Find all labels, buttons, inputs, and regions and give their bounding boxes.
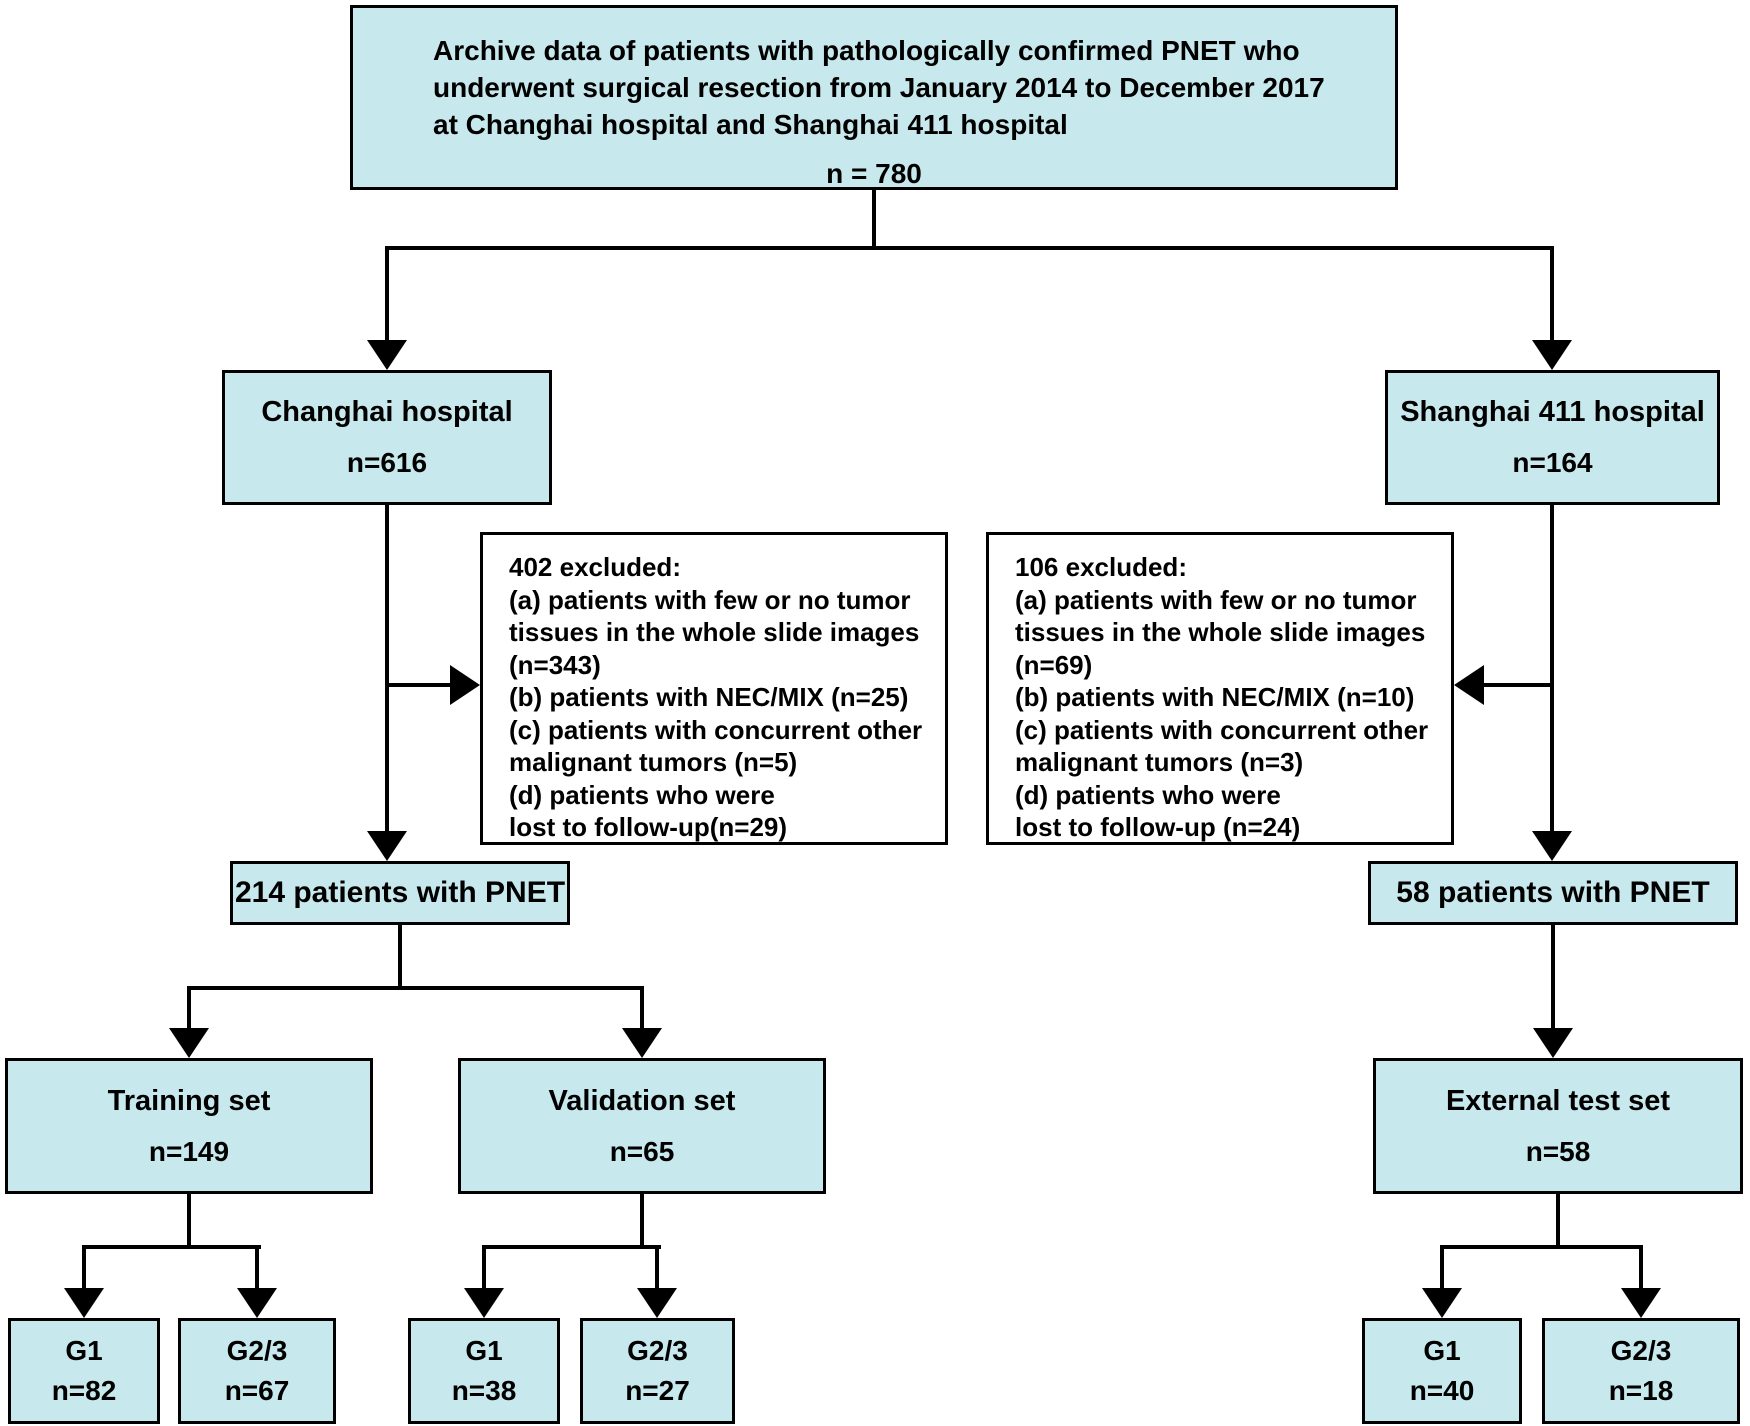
box-validation-g1: G1 n=38 bbox=[408, 1318, 560, 1424]
connector-validation-split bbox=[482, 1245, 661, 1249]
box-validation-set: Validation set n=65 bbox=[458, 1058, 826, 1194]
arrowhead-to-excluded-shanghai-icon bbox=[1454, 665, 1484, 705]
arrowhead-to-pnet-changhai-icon bbox=[367, 831, 407, 861]
box-validation-g23: G2/3 n=27 bbox=[580, 1318, 735, 1424]
validation-set-label: Validation set bbox=[548, 1084, 736, 1117]
connector-changhai-exclusion bbox=[385, 683, 452, 687]
shanghai-411-hospital-count: n=164 bbox=[1512, 447, 1593, 478]
arrowhead-to-excluded-changhai-icon bbox=[450, 665, 480, 705]
box-external-g1: G1 n=40 bbox=[1362, 1318, 1522, 1424]
validation-g23-count: n=27 bbox=[625, 1375, 690, 1406]
connector-shanghai-exclusion bbox=[1482, 683, 1554, 687]
box-external-g23: G2/3 n=18 bbox=[1542, 1318, 1740, 1424]
arrowhead-to-changhai-icon bbox=[367, 340, 407, 370]
external-test-set-count: n=58 bbox=[1525, 1135, 1591, 1167]
connector-to-validation-g1 bbox=[482, 1245, 486, 1290]
external-g23-count: n=18 bbox=[1608, 1375, 1674, 1406]
source-cohort-title: Archive data of patients with pathologic… bbox=[433, 35, 1325, 140]
pnet-changhai-label: 214 patients with PNET bbox=[234, 876, 566, 909]
arrowhead-to-pnet-shanghai-icon bbox=[1532, 831, 1572, 861]
box-external-test-set: External test set n=58 bbox=[1373, 1058, 1743, 1194]
box-source-cohort: Archive data of patients with pathologic… bbox=[350, 5, 1398, 190]
validation-set-count: n=65 bbox=[609, 1135, 675, 1167]
arrowhead-to-validation-g23-icon bbox=[637, 1288, 677, 1318]
training-set-label: Training set bbox=[107, 1084, 271, 1117]
changhai-hospital-label: Changhai hospital bbox=[261, 396, 513, 428]
validation-g1-count: n=38 bbox=[451, 1375, 517, 1406]
external-g23-label: G2/3 bbox=[1610, 1335, 1672, 1366]
connector-to-external-g1 bbox=[1440, 1245, 1444, 1290]
arrowhead-to-training-g23-icon bbox=[237, 1288, 277, 1318]
training-g1-label: G1 bbox=[65, 1335, 103, 1366]
validation-g1-label: G1 bbox=[465, 1335, 503, 1366]
excluded-changhai-text: 402 excluded: (a) patients with few or n… bbox=[509, 552, 923, 842]
arrowhead-to-external-g23-icon bbox=[1621, 1288, 1661, 1318]
box-pnet-changhai: 214 patients with PNET bbox=[230, 861, 570, 925]
external-g1-label: G1 bbox=[1423, 1335, 1461, 1366]
arrowhead-to-validation-icon bbox=[622, 1028, 662, 1058]
external-test-set-label: External test set bbox=[1445, 1084, 1671, 1117]
arrowhead-to-training-icon bbox=[169, 1028, 209, 1058]
connector-source-split bbox=[385, 246, 1554, 250]
connector-to-training-g1 bbox=[82, 1245, 86, 1290]
connector-shanghai-down bbox=[1550, 505, 1554, 831]
connector-to-shanghai bbox=[1550, 246, 1554, 340]
arrowhead-to-shanghai-icon bbox=[1532, 340, 1572, 370]
excluded-shanghai-text: 106 excluded: (a) patients with few or n… bbox=[1015, 552, 1429, 842]
connector-pnet-shanghai-down bbox=[1551, 925, 1555, 1030]
connector-to-training-g23 bbox=[255, 1245, 259, 1290]
box-training-set: Training set n=149 bbox=[5, 1058, 373, 1194]
connector-external-down bbox=[1556, 1194, 1560, 1249]
connector-train-val-split bbox=[187, 986, 644, 990]
source-cohort-count: n = 780 bbox=[826, 158, 922, 189]
connector-training-down bbox=[187, 1194, 191, 1249]
arrowhead-to-external-icon bbox=[1533, 1028, 1573, 1058]
validation-g23-label: G2/3 bbox=[627, 1335, 688, 1366]
connector-validation-down bbox=[640, 1194, 644, 1249]
connector-to-validation bbox=[640, 986, 644, 1030]
external-g1-count: n=40 bbox=[1409, 1375, 1475, 1406]
training-g23-label: G2/3 bbox=[226, 1335, 288, 1366]
changhai-hospital-count: n=616 bbox=[346, 447, 428, 478]
box-changhai-hospital: Changhai hospital n=616 bbox=[222, 370, 552, 505]
training-set-count: n=149 bbox=[148, 1135, 230, 1167]
training-g23-count: n=67 bbox=[224, 1375, 290, 1406]
connector-to-changhai bbox=[385, 246, 389, 340]
connector-to-external-g23 bbox=[1639, 1245, 1643, 1290]
connector-pnet-changhai-down bbox=[398, 925, 402, 990]
connector-external-split bbox=[1440, 1245, 1643, 1249]
connector-to-validation-g23 bbox=[655, 1245, 659, 1290]
box-shanghai-411-hospital: Shanghai 411 hospital n=164 bbox=[1385, 370, 1720, 505]
training-g1-count: n=82 bbox=[51, 1375, 117, 1406]
box-excluded-shanghai: 106 excluded: (a) patients with few or n… bbox=[986, 532, 1454, 845]
arrowhead-to-external-g1-icon bbox=[1422, 1288, 1462, 1318]
arrowhead-to-validation-g1-icon bbox=[464, 1288, 504, 1318]
box-pnet-shanghai: 58 patients with PNET bbox=[1368, 861, 1738, 925]
pnet-shanghai-label: 58 patients with PNET bbox=[1396, 876, 1710, 909]
box-training-g1: G1 n=82 bbox=[8, 1318, 160, 1424]
connector-to-training bbox=[187, 986, 191, 1030]
connector-changhai-down bbox=[385, 505, 389, 831]
connector-training-split bbox=[82, 1245, 261, 1249]
connector-source-down bbox=[872, 190, 876, 250]
box-training-g23: G2/3 n=67 bbox=[178, 1318, 336, 1424]
box-excluded-changhai: 402 excluded: (a) patients with few or n… bbox=[480, 532, 948, 845]
shanghai-411-hospital-label: Shanghai 411 hospital bbox=[1400, 396, 1705, 428]
arrowhead-to-training-g1-icon bbox=[64, 1288, 104, 1318]
